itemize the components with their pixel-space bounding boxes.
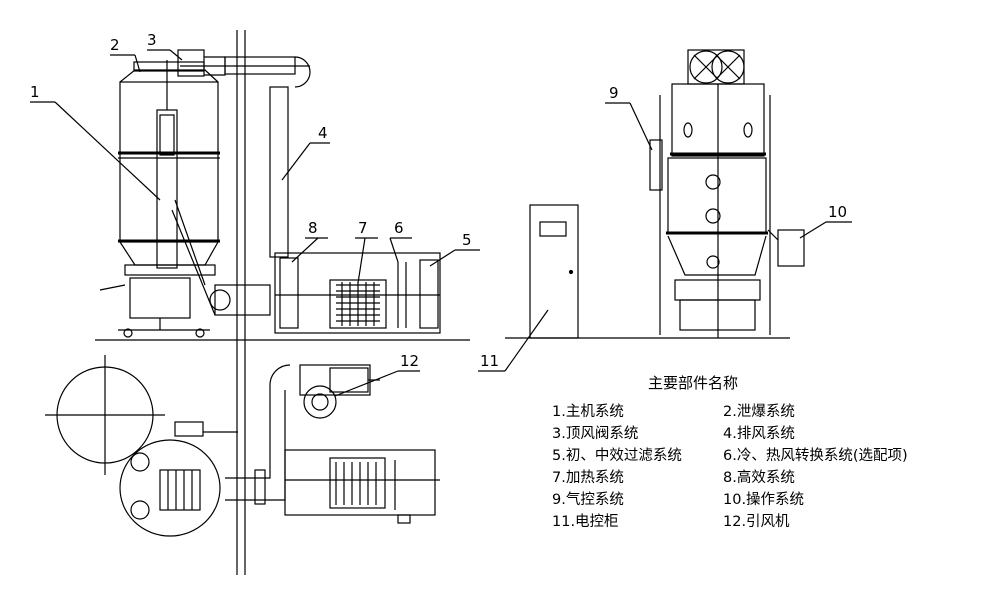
- callout-number-6: 6: [394, 219, 404, 237]
- front-elevation-view: [95, 30, 470, 575]
- legend-item: 6.冷、热风转换系统(选配项): [723, 448, 908, 464]
- callout-number-8: 8: [308, 219, 318, 237]
- callout-number-3: 3: [147, 31, 157, 49]
- legend-item: 10.操作系统: [723, 492, 805, 508]
- legend-item: 3.顶风阀系统: [552, 426, 639, 442]
- heater-grid: [336, 282, 380, 326]
- callout-number-4: 4: [318, 124, 328, 142]
- callout-number-5: 5: [462, 231, 472, 249]
- callout-leaders: [30, 49, 852, 397]
- legend-item: 11.电控柜: [552, 514, 619, 530]
- legend-item: 8.高效系统: [723, 470, 795, 486]
- callout-number-2: 2: [110, 36, 120, 54]
- callout-number-1: 1: [30, 83, 40, 101]
- side-elevation-view: [505, 49, 805, 339]
- legend-item: 1.主机系统: [552, 404, 624, 420]
- callout-number-9: 9: [609, 84, 619, 102]
- callout-number-11: 11: [480, 352, 499, 370]
- legend-title: 主要部件名称: [648, 374, 739, 392]
- legend-item: 5.初、中效过滤系统: [552, 448, 682, 464]
- legend-item: 7.加热系统: [552, 470, 624, 486]
- plan-view: [45, 355, 440, 537]
- legend-item: 4.排风系统: [723, 426, 795, 442]
- callout-number-10: 10: [828, 203, 847, 221]
- legend-item: 9.气控系统: [552, 492, 624, 508]
- legend-item: 2.泄爆系统: [723, 404, 795, 420]
- legend-item: 12.引风机: [723, 514, 790, 530]
- callout-number-7: 7: [358, 219, 368, 237]
- callout-number-12: 12: [400, 352, 419, 370]
